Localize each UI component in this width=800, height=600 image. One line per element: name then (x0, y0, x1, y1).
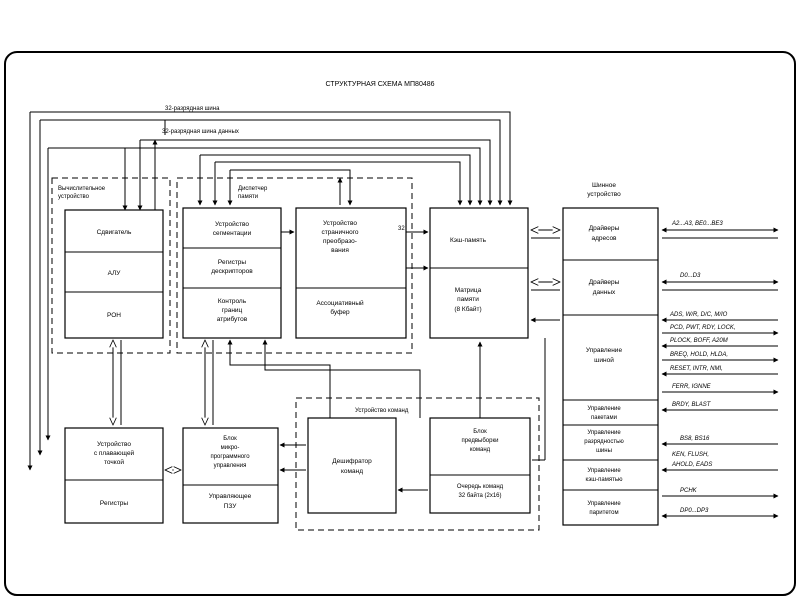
signal-parity-2: DP0...DP3 (680, 508, 709, 514)
parity-ctrl-label-1: Управление (587, 501, 621, 507)
memory-group-label-2: памяти (238, 194, 258, 200)
address-bus-label: 32-разрядная шина (165, 106, 220, 112)
fpu-label-3: точкой (104, 458, 124, 466)
width-ctrl-label-3: шины (596, 448, 612, 454)
queue-label-1: Очередь команд (457, 484, 504, 490)
memory-group-label-1: Диспетчер (238, 186, 268, 192)
fpu-unit[interactable]: Устройство с плавающей точкой Регистры (64, 427, 164, 524)
diagram-title: СТРУКТУРНАЯ СХЕМА МП80486 (325, 81, 434, 88)
bus-interface-label-2: устройство (587, 190, 621, 198)
cache-label: Кэш-память (450, 237, 487, 244)
bus-ctrl-label-1: Управление (586, 347, 623, 354)
assoc-buffer-label-1: Ассоциативный (316, 299, 364, 307)
bus-ctrl-label-2: шиной (594, 356, 614, 364)
signal-data: D0...D3 (680, 273, 701, 279)
cache-ctrl-label-1: Управление (587, 468, 621, 474)
paging-label-4: вания (331, 247, 349, 254)
prefetch-label-2: предвыборки (462, 438, 499, 444)
gpr-label: РОН (107, 312, 121, 319)
cmd-unit-label: Устройство команд (355, 407, 409, 414)
descriptor-regs-label-1: Регистры (218, 259, 247, 266)
decoder-label-2: команд (341, 468, 363, 475)
memory-mgmt-group (176, 177, 413, 354)
prefetch-label-3: команд (470, 447, 491, 453)
microprogram-unit[interactable]: Блок микро- программного управления Упра… (182, 427, 279, 524)
bus-width-tag: 32 (398, 226, 405, 232)
decoder-unit[interactable]: Дешифратор команд (307, 417, 397, 514)
microprog-label-1: Блок (223, 436, 237, 442)
cmd-unit-group (295, 397, 540, 531)
width-ctrl-label-1: Управление (587, 430, 621, 436)
addr-drivers-label-1: Драйверы (589, 224, 620, 232)
microprog-label-4: управления (214, 463, 247, 469)
segmentation-label-2: сегментации (213, 230, 252, 237)
signal-burst: BRDY, BLAST (672, 402, 712, 408)
fpu-regs-label: Регистры (100, 500, 129, 507)
assoc-buffer-label-2: буфер (330, 308, 350, 316)
queue-label-2: 32 байта (2х16) (458, 492, 501, 499)
signal-bus-6: FERR, IGNNE (672, 384, 712, 390)
paging-label-2: страничного (321, 229, 358, 236)
shifter-label: Сдвигатель (97, 229, 132, 236)
segmentation-label-1: Устройство (215, 220, 249, 228)
alu-stack[interactable]: Сдвигатель АЛУ РОН (64, 209, 164, 339)
signal-width: BS8, BS16 (680, 436, 710, 442)
data-drivers-label-1: Драйверы (589, 278, 620, 286)
signal-cache-2: AHOLD, EADS (671, 462, 712, 468)
burst-ctrl-label-1: Управление (587, 406, 621, 412)
data-drivers-label-2: данных (593, 289, 616, 296)
microprog-label-2: микро- (221, 445, 240, 451)
fpu-label-1: Устройство (97, 440, 131, 448)
signal-address: A2...A3, BE0...BE3 (671, 221, 723, 227)
signal-bus-3: PLOCK, BOFF, A20M (670, 338, 728, 344)
data-bus-label: 32-разрядная шина данных (162, 129, 239, 135)
limit-ctrl-label-1: Контроль (218, 298, 247, 305)
cache-matrix-label-1: Матрица (455, 287, 482, 294)
cu-ctrl-label-2: ПЗУ (224, 503, 238, 510)
descriptor-regs-label-2: дескрипторов (211, 268, 253, 275)
segmentation-unit[interactable]: Устройство сегментации Регистры дескрипт… (182, 207, 282, 339)
decoder-label-1: Дешифратор (332, 458, 372, 465)
cache-unit[interactable]: Кэш-память Матрица памяти (8 Кбайт) (429, 207, 529, 339)
limit-ctrl-label-3: атрибутов (217, 315, 248, 323)
cache-driver-links (531, 230, 560, 323)
prefetch-label-1: Блок (473, 429, 487, 435)
cache-matrix-label-3: (8 Кбайт) (454, 305, 481, 313)
compute-group-label-1: Вычислительное (58, 186, 106, 192)
signal-bus-1: ADS, W/R, D/C, M/IO (669, 312, 728, 318)
parity-ctrl-label-2: паритетом (589, 510, 618, 516)
paging-label-3: преобразо- (323, 237, 357, 245)
paging-unit[interactable]: Устройство страничного преобразо- вания … (295, 207, 407, 339)
bus-interface-column[interactable]: Драйверы адресов Драйверы данных Управле… (562, 207, 659, 526)
compute-group-label-2: устройство (58, 193, 90, 200)
signal-bus-4: BREQ, HOLD, HLDA, (670, 352, 728, 358)
addr-drivers-label-2: адресов (591, 235, 617, 242)
bus-interface-label-1: Шинное (592, 182, 616, 189)
signal-parity-1: PCHK (680, 488, 698, 494)
cache-matrix-label-2: памяти (457, 296, 479, 303)
prefetch-unit[interactable]: Блок предвыборки команд Очередь команд 3… (429, 417, 531, 514)
bus-lines (27, 111, 513, 471)
signal-bus-2: PCD, PWT, RDY, LOCK, (670, 325, 736, 331)
microprog-label-3: программного (210, 454, 250, 460)
width-ctrl-label-2: разрядностью (584, 439, 624, 445)
burst-ctrl-label-2: пакетами (591, 415, 617, 421)
signal-cache-1: KEN, FLUSH, (672, 452, 709, 458)
limit-ctrl-label-2: границ (222, 307, 243, 314)
internal-links (113, 338, 546, 493)
cache-ctrl-label-2: кэш-памятью (586, 477, 623, 483)
alu-label: АЛУ (108, 270, 122, 277)
external-signals (661, 227, 779, 519)
paging-label-1: Устройство (323, 219, 357, 227)
signal-bus-5: RESET, INTR, NMI, (670, 366, 723, 372)
fpu-label-2: с плавающей (94, 449, 135, 457)
cu-ctrl-label-1: Управляющее (209, 493, 252, 500)
